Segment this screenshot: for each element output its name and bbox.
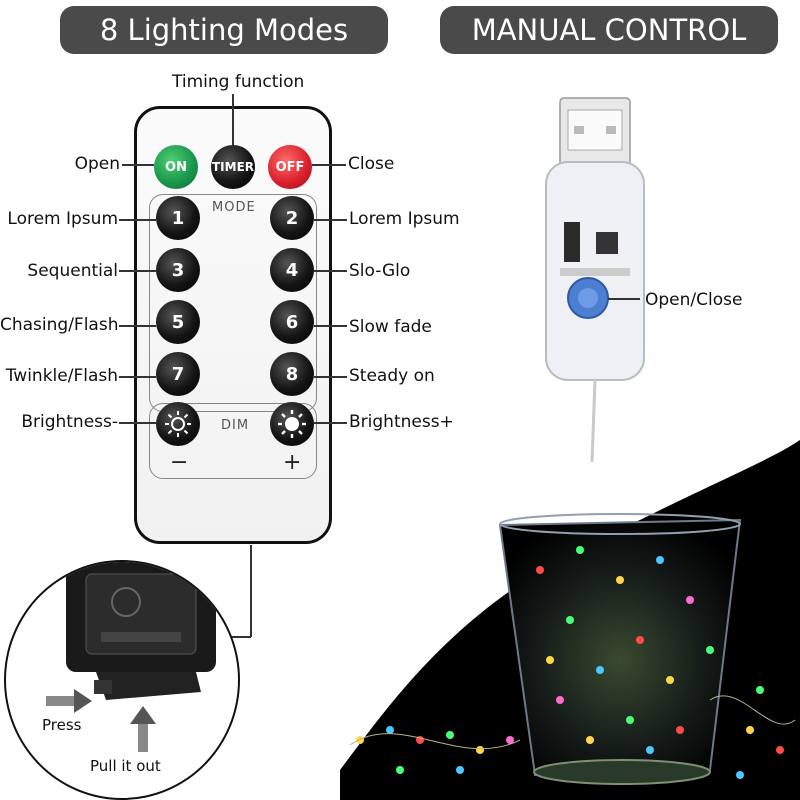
mode-5-leader [119,325,156,327]
mode-8-label: Steady on [349,366,435,386]
minus-sign: − [170,450,189,475]
battery-compartment-inset [4,560,240,800]
press-label: Press [42,716,82,734]
mode-3-leader [119,270,156,272]
connector-vertical [250,545,252,637]
usb-open-close-label: Open/Close [645,290,743,310]
dim-label: DIM [221,418,250,433]
mode-2-label: Lorem Ipsum [349,209,460,229]
close-label: Close [348,154,395,174]
mode-button-4[interactable]: 4 [270,248,314,292]
mode-3-label: Sequential [27,261,118,281]
open-leader-line [122,164,154,166]
timing-leader-line [232,94,234,148]
mode-1-label: Lorem Ipsum [7,209,118,229]
mode-panel [149,194,317,412]
brightness-plus-label: Brightness+ [349,412,454,432]
mode-8-leader [314,376,347,378]
off-button[interactable]: OFF [268,145,312,189]
plus-sign: + [283,450,302,475]
mode-4-label: Slo-Glo [349,261,411,281]
mode-button-3[interactable]: 3 [156,248,200,292]
mode-5-label: Chasing/Flash [0,315,119,335]
on-button[interactable]: ON [154,145,198,189]
brightness-plus-button[interactable] [270,402,314,446]
sun-bright-icon [278,410,306,438]
press-arrow-icon [46,689,92,713]
mode-button-2[interactable]: 2 [270,196,314,240]
timing-function-label: Timing function [172,72,305,92]
dim-panel [149,403,317,479]
usb-controller [545,97,645,463]
open-label: Open [74,154,120,174]
close-leader-line [312,164,346,166]
header-manual-control: MANUAL CONTROL [440,6,778,54]
brightness-minus-button[interactable] [156,402,200,446]
fairy-lights-photo [340,440,800,800]
header-lighting-modes: 8 Lighting Modes [60,6,388,54]
mode-4-leader [314,270,347,272]
usb-button-leader [608,298,640,300]
mode-1-leader [119,219,156,221]
mode-button-7[interactable]: 7 [156,352,200,396]
pull-arrow-icon [130,706,156,752]
mode-button-8[interactable]: 8 [270,352,314,396]
mode-button-5[interactable]: 5 [156,300,200,344]
mode-6-leader [314,325,347,327]
mode-2-leader [314,219,347,221]
connector-horizontal [228,636,251,638]
mode-button-6[interactable]: 6 [270,300,314,344]
mode-button-1[interactable]: 1 [156,196,200,240]
battery-tray-illustration [66,562,216,700]
mode-6-label: Slow fade [349,317,432,337]
timer-button[interactable]: TIMER [211,145,255,189]
brightness-minus-leader [119,422,156,424]
mode-7-leader [119,376,156,378]
sun-dim-icon [165,411,191,437]
mode-7-label: Twinkle/Flash [5,366,118,386]
brightness-minus-label: Brightness- [21,412,118,432]
brightness-plus-leader [314,422,347,424]
pull-label: Pull it out [90,757,161,775]
mode-label: MODE [212,200,256,215]
